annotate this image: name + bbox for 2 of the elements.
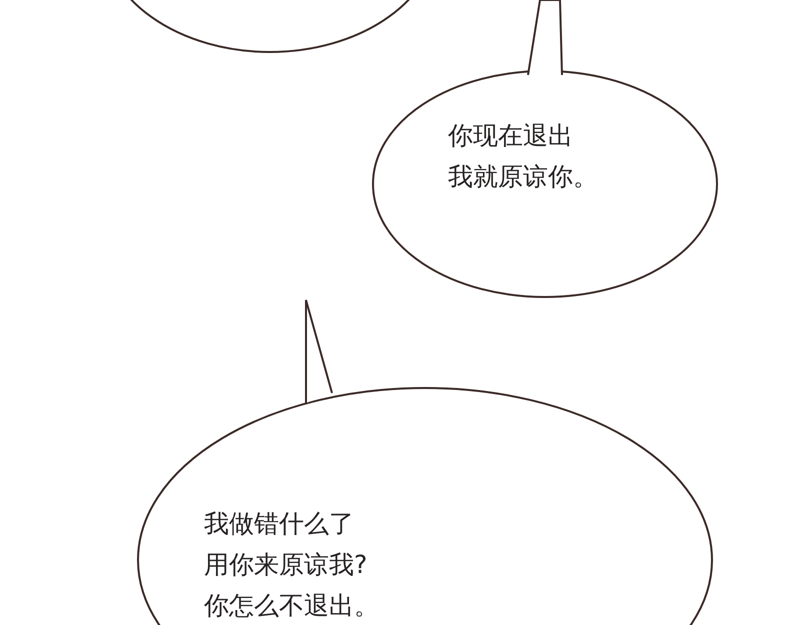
dialogue-text: 你现在退出我就原谅你。 [448,120,598,193]
dialogue-text: 我做错什么了用你来原谅我?你怎么不退出。 [204,508,379,622]
